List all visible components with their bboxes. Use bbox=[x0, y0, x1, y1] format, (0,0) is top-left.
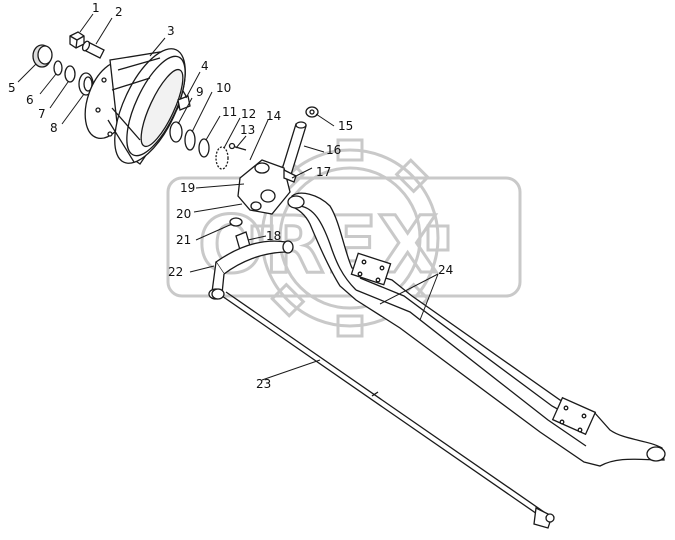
callout-2: 2 bbox=[115, 5, 123, 19]
callout-10: 10 bbox=[216, 81, 231, 95]
callout-18: 18 bbox=[266, 229, 281, 243]
callout-5: 5 bbox=[8, 81, 16, 95]
callout-13: 13 bbox=[240, 123, 255, 137]
callout-17: 17 bbox=[316, 165, 331, 179]
part-12-lock-washer bbox=[215, 146, 229, 170]
callout-24: 24 bbox=[438, 263, 453, 277]
callout-21: 21 bbox=[176, 233, 191, 247]
part-10-seal bbox=[184, 129, 196, 151]
callout-labels: 1 2 3 4 5 6 7 8 9 10 11 12 13 14 15 16 1… bbox=[8, 1, 453, 391]
part-23-tie-rod bbox=[211, 288, 555, 529]
part-21-ring bbox=[229, 217, 243, 227]
part-11-ring bbox=[198, 138, 210, 158]
callout-3: 3 bbox=[167, 24, 175, 38]
callout-4: 4 bbox=[201, 59, 209, 73]
callout-14: 14 bbox=[266, 109, 281, 123]
part-9-bearing-ring bbox=[169, 121, 183, 143]
part-2-pin bbox=[81, 40, 105, 59]
part-1-nut bbox=[69, 31, 85, 49]
callout-19: 19 bbox=[180, 181, 195, 195]
callout-6: 6 bbox=[26, 93, 34, 107]
callout-16: 16 bbox=[326, 143, 341, 157]
callout-9: 9 bbox=[196, 85, 204, 99]
callout-12: 12 bbox=[241, 107, 256, 121]
callout-7: 7 bbox=[38, 107, 46, 121]
callout-8: 8 bbox=[50, 121, 58, 135]
part-24-front-axle-beam bbox=[287, 192, 666, 467]
callout-23: 23 bbox=[256, 377, 271, 391]
part-19-steering-knuckle bbox=[237, 159, 297, 215]
callout-15: 15 bbox=[338, 119, 353, 133]
watermark-frame bbox=[166, 176, 522, 298]
callout-20: 20 bbox=[176, 207, 191, 221]
callout-1: 1 bbox=[92, 1, 100, 15]
part-6-washer bbox=[53, 60, 63, 76]
part-15-nut bbox=[305, 106, 319, 118]
part-5-cap bbox=[32, 44, 53, 68]
callout-11: 11 bbox=[222, 105, 237, 119]
part-7-ring bbox=[64, 65, 76, 83]
watermark: OREX bbox=[166, 138, 522, 338]
leader-lines bbox=[17, 13, 439, 381]
callout-22: 22 bbox=[168, 265, 183, 279]
parts-drawing bbox=[17, 13, 666, 529]
part-3-brake-drum bbox=[84, 48, 187, 165]
part-13-bolt bbox=[228, 142, 247, 151]
